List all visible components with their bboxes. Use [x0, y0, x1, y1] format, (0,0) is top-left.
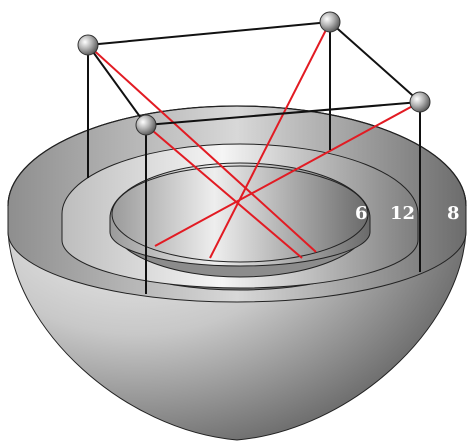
outer-shell-label: 8 — [447, 203, 460, 224]
vertex-sphere-top-left — [78, 35, 98, 55]
vertex-sphere-front — [136, 115, 156, 135]
vertex-sphere-top-right — [320, 12, 340, 32]
vertex-sphere-right — [410, 92, 430, 112]
middle-shell-label: 12 — [390, 203, 415, 224]
inner-cavity — [112, 166, 368, 262]
inner-shell-label: 6 — [355, 203, 368, 224]
